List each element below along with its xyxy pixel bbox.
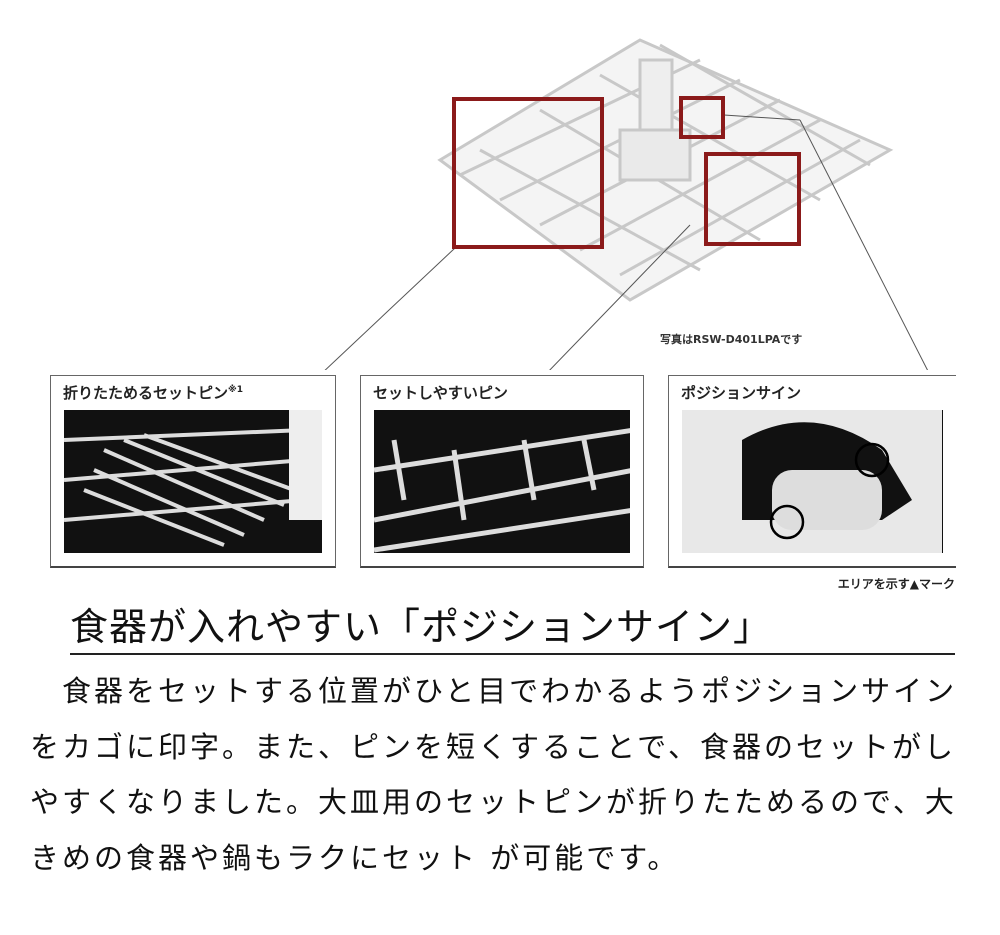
photo-caption: 写真はRSW-D401LPAです	[660, 333, 803, 346]
panel-folding-pins: 折りたためるセットピン※1	[50, 375, 336, 568]
folding-pins-photo	[64, 410, 322, 553]
footnote-mark: ※1	[228, 385, 244, 395]
easy-pins-photo	[374, 410, 630, 553]
panel-position-sign: ポジションサイン	[668, 375, 956, 568]
position-sign-photo	[682, 410, 943, 553]
highlight-boxes	[452, 96, 801, 249]
panel-easy-pins: セットしやすいピン	[360, 375, 644, 568]
section-heading: 食器が入れやすい「ポジションサイン」	[70, 596, 955, 655]
body-text: 食器をセットする位置がひと目でわかるようポジションサインをカゴに印字。また、ピン…	[30, 674, 958, 875]
panel-title: セットしやすいピン	[373, 384, 508, 402]
marker-note: エリアを示す▲マーク	[837, 577, 955, 591]
dish-rack-illustration	[324, 38, 929, 370]
panel-title: 折りたためるセットピン	[63, 384, 229, 402]
panel-title: ポジションサイン	[681, 384, 802, 402]
